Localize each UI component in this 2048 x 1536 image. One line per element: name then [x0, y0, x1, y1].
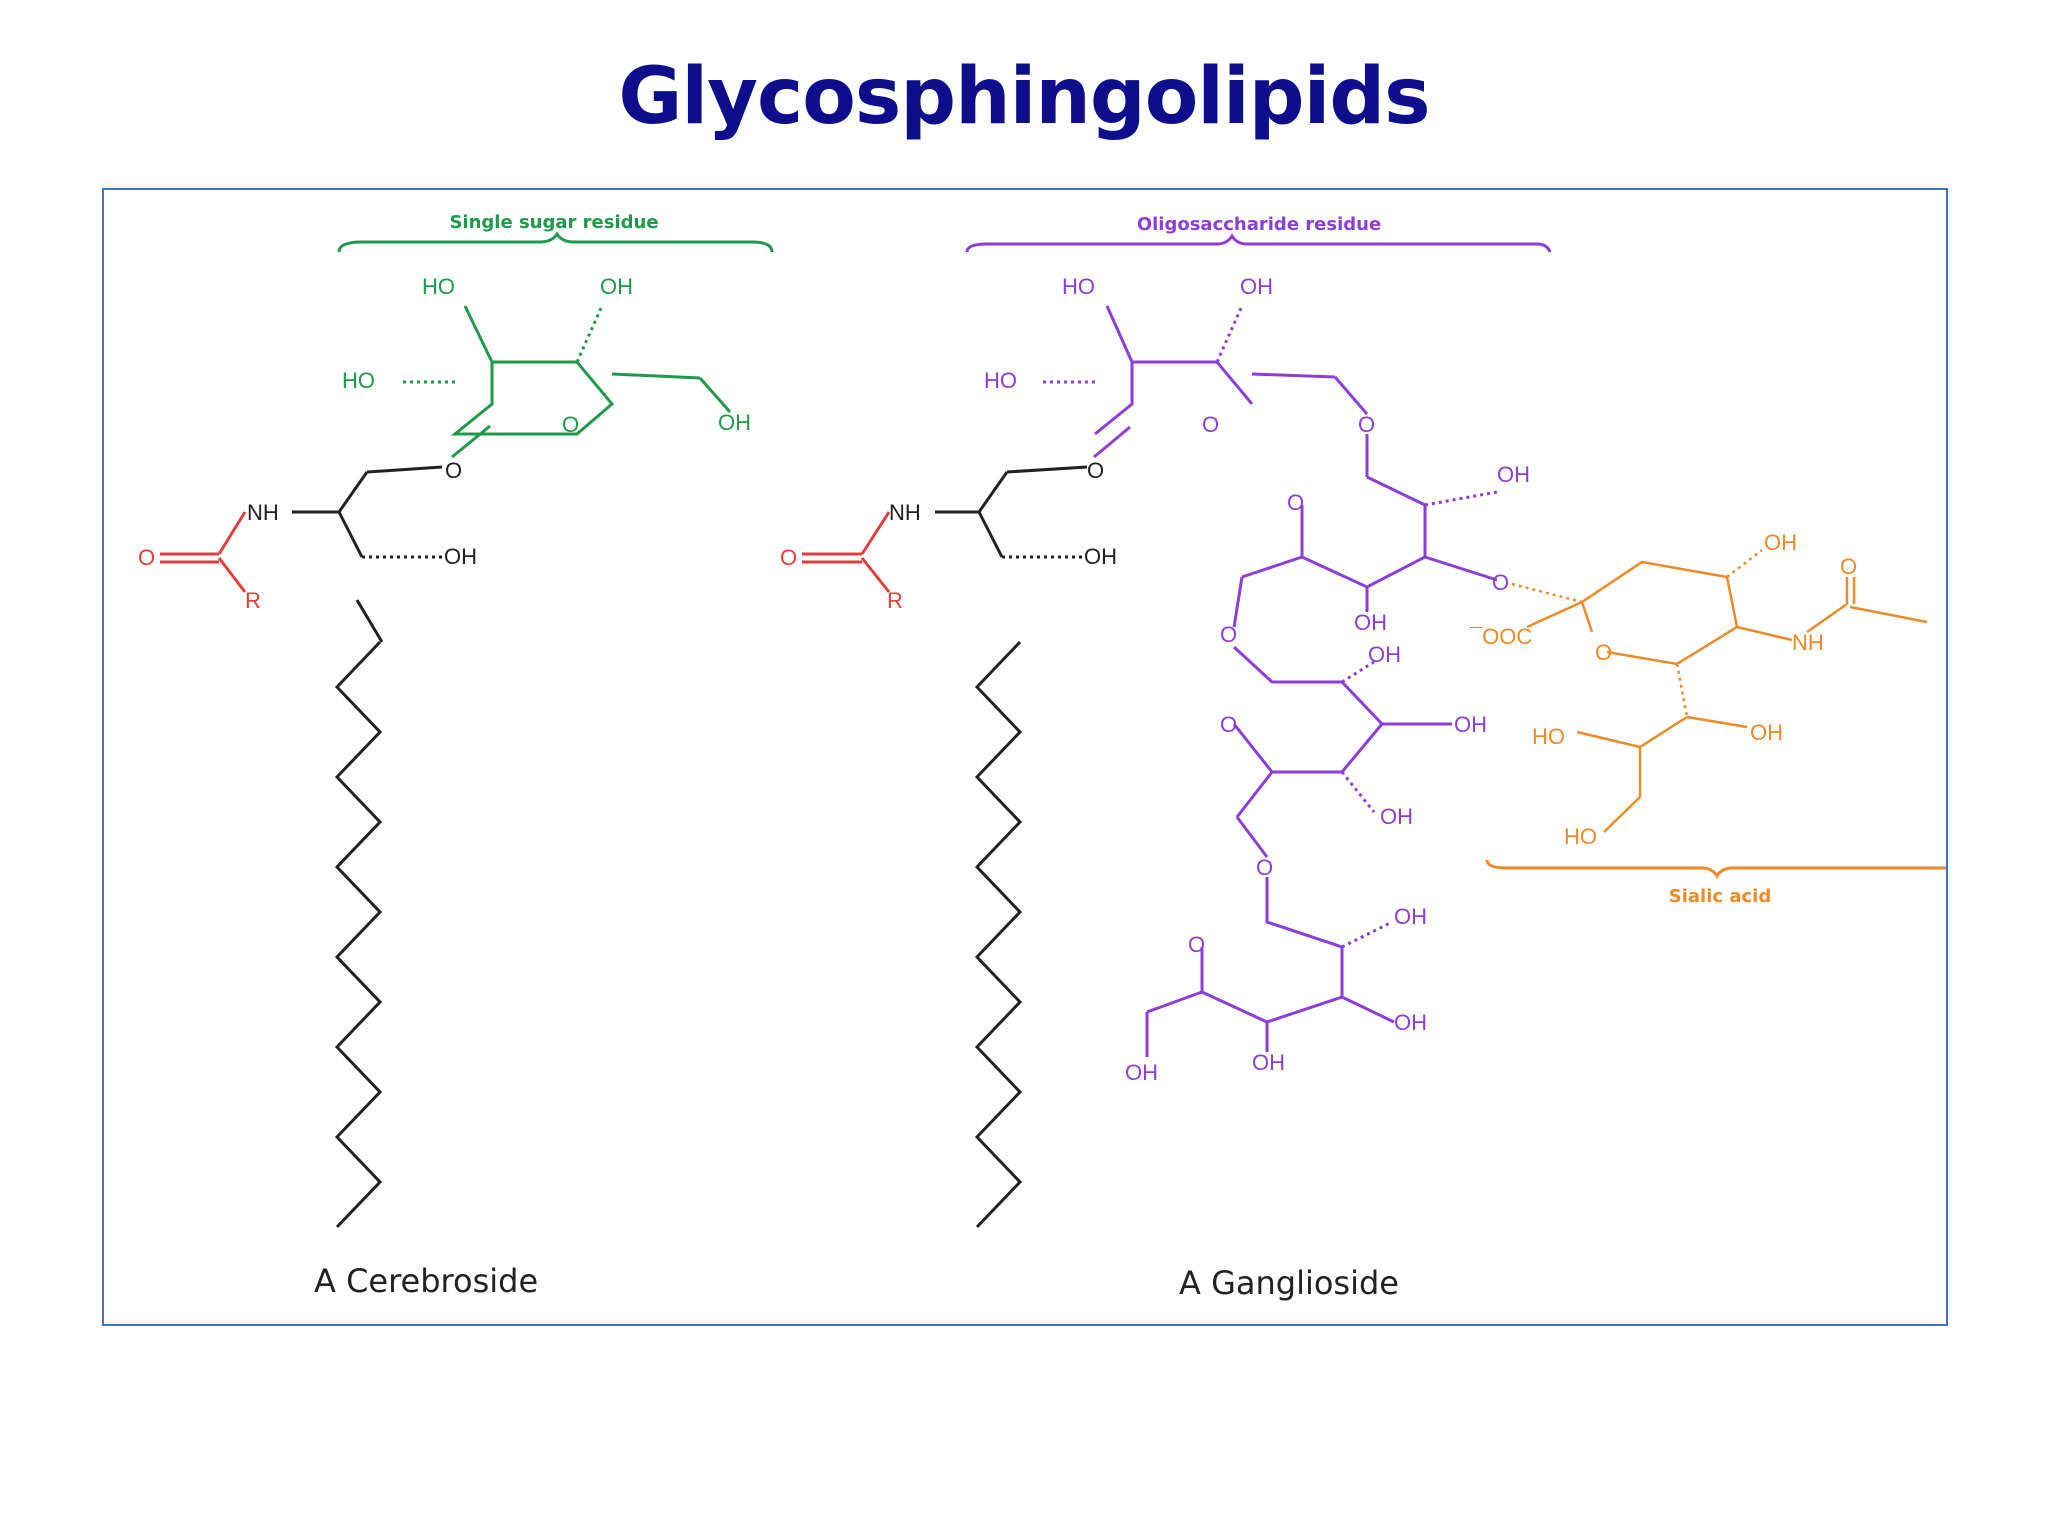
atom-label: O [1202, 412, 1219, 437]
atom-label: O [138, 545, 155, 570]
ganglioside-amide [802, 511, 891, 593]
oligosaccharide-bracket [965, 233, 1552, 253]
atom-label: HO [422, 274, 455, 299]
atom-label: O [1358, 412, 1375, 437]
ganglioside-caption: A Ganglioside [1179, 1264, 1399, 1302]
atom-label: OH [1764, 530, 1797, 555]
cerebroside-sugar-ring [402, 305, 732, 459]
atom-label: O [1595, 640, 1612, 665]
single-sugar-residue-label: Single sugar residue [449, 212, 658, 233]
atom-label: O [1840, 554, 1857, 579]
atom-label: OH [1454, 712, 1487, 737]
oligosaccharide-residue-label: Oligosaccharide residue [1137, 214, 1381, 235]
ganglioside-chain [935, 465, 1088, 1229]
ganglioside-atom-labels: HO OH HO O O OH O O OH O OH O OH OH O OH… [780, 274, 1530, 1085]
atom-label: HO [342, 368, 375, 393]
glycosphingolipid-diagram: Single sugar residue Oligosaccharide res… [138, 212, 1946, 1302]
atom-label: O [1188, 932, 1205, 957]
atom-label: O [1492, 570, 1509, 595]
atom-label: OH [1084, 544, 1117, 569]
atom-label: HO [1564, 824, 1597, 849]
atom-label: OH [1497, 462, 1530, 487]
atom-label: OH [600, 274, 633, 299]
atom-label: HO [1062, 274, 1095, 299]
atom-label: O [445, 458, 462, 483]
atom-label: O [1087, 458, 1104, 483]
atom-label: OH [1394, 904, 1427, 929]
atom-label: OH [1240, 274, 1273, 299]
cerebroside-atom-labels: HO OH HO O OH O NH OH O R [138, 274, 751, 613]
atom-label: O [1287, 490, 1304, 515]
atom-label: R [887, 588, 903, 613]
figure-frame: Single sugar residue Oligosaccharide res… [102, 188, 1948, 1326]
sialic-acid-bracket [1485, 859, 1946, 879]
atom-label: NH [247, 500, 279, 525]
sialic-acid-label: Sialic acid [1669, 886, 1771, 907]
cerebroside-amide [160, 511, 247, 593]
atom-label: O [1220, 622, 1237, 647]
atom-label: O [780, 545, 797, 570]
ganglioside-structure [802, 305, 1928, 1229]
atom-label: NH [1792, 630, 1824, 655]
atom-label: OH [444, 544, 477, 569]
cerebroside-structure [160, 305, 732, 1229]
atom-label: O [1220, 712, 1237, 737]
atom-label: OH [1394, 1010, 1427, 1035]
atom-label: R [245, 588, 261, 613]
slide-title: Glycosphingolipids [618, 52, 1430, 142]
atom-label: OH [1750, 720, 1783, 745]
atom-label: O [1256, 855, 1273, 880]
atom-label: OH [1354, 610, 1387, 635]
atom-label: OH [1125, 1060, 1158, 1085]
cerebroside-chain [292, 465, 443, 1229]
atom-label: O [562, 412, 579, 437]
sialic-acid-atom-labels: OH O ¯OOC O NH HO OH HO [1469, 530, 1857, 849]
atom-label: OH [1380, 804, 1413, 829]
atom-label: OH [718, 410, 751, 435]
atom-label: HO [1532, 724, 1565, 749]
sialic-acid-structure [1511, 549, 1928, 833]
single-sugar-bracket [337, 231, 774, 253]
atom-label: OH [1368, 642, 1401, 667]
atom-label: HO [984, 368, 1017, 393]
oligosaccharide-rings [1042, 305, 1498, 1057]
cerebroside-caption: A Cerebroside [314, 1262, 538, 1300]
atom-label: ¯OOC [1469, 624, 1532, 649]
atom-label: NH [889, 500, 921, 525]
atom-label: OH [1252, 1050, 1285, 1075]
